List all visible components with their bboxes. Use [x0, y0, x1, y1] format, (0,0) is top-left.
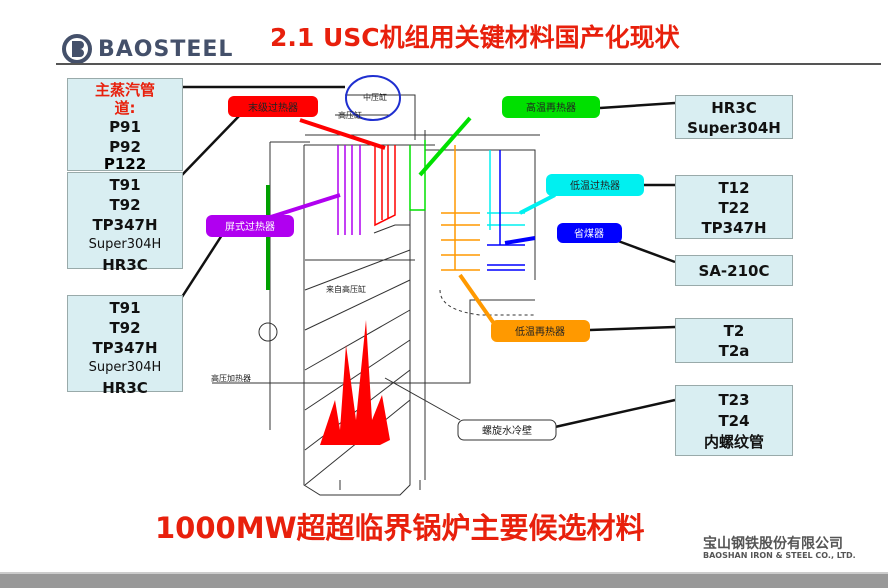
- header-divider: [56, 63, 881, 65]
- label-hp-heater: 高压加热器: [211, 373, 251, 383]
- callout-economizer: 省煤器: [557, 223, 622, 243]
- material-item: T22: [718, 199, 750, 217]
- material-item: T2a: [718, 342, 750, 360]
- material-item: T91: [109, 299, 141, 317]
- material-box-waterwall: T23 T24 内螺纹管: [675, 385, 793, 456]
- material-item: TP347H: [92, 216, 158, 234]
- material-item: T24: [718, 412, 750, 430]
- material-item: TP347H: [701, 219, 767, 237]
- material-item: T91: [109, 176, 141, 194]
- material-item: SA-210C: [698, 262, 770, 280]
- box-heading: 主蒸汽管道:: [94, 81, 155, 117]
- material-item: HR3C: [102, 256, 148, 274]
- material-item: T92: [109, 319, 141, 337]
- material-box-lt-reheater: T2 T2a: [675, 318, 793, 363]
- material-item: P92: [109, 138, 141, 156]
- material-box-lt-superheater: T12 T22 TP347H: [675, 175, 793, 239]
- callout-spiral-waterwall: 螺旋水冷壁: [457, 419, 557, 441]
- label-hp-cylinder: 高压缸: [338, 110, 362, 120]
- material-item: T92: [109, 196, 141, 214]
- company-name-en: BAOSHAN IRON & STEEL CO., LTD.: [703, 551, 856, 560]
- material-item: Super304H: [88, 360, 162, 375]
- callout-final-superheater: 末级过热器: [228, 96, 318, 117]
- callout-label: 屏式过热器: [225, 220, 275, 233]
- material-item: HR3C: [711, 99, 757, 117]
- company-name-cn: 宝山钢铁股份有限公司: [703, 536, 843, 552]
- material-item: HR3C: [102, 379, 148, 397]
- material-box-platen-final-sh: T91 T92 TP347H Super304H HR3C: [67, 172, 183, 274]
- logo-text: BAOSTEEL: [98, 37, 234, 62]
- callout-platen-superheater: 屏式过热器: [206, 215, 294, 237]
- material-item: Super304H: [687, 119, 781, 137]
- material-box-economizer: SA-210C: [675, 255, 793, 286]
- material-item: P122: [103, 155, 147, 173]
- material-item: TP347H: [92, 339, 158, 357]
- callout-label: 末级过热器: [248, 101, 298, 114]
- footer-bar: [0, 572, 888, 588]
- callout-label: 螺旋水冷壁: [482, 424, 532, 437]
- callout-lt-reheater: 低温再热器: [491, 320, 590, 342]
- callout-ht-reheater: 高温再热器: [502, 96, 600, 118]
- callout-label: 高温再热器: [526, 101, 576, 114]
- material-box-platen-sh: T91 T92 TP347H Super304H HR3C: [67, 295, 183, 397]
- material-box-ht-reheater: HR3C Super304H: [675, 95, 793, 139]
- page-title: 2.1 USC机组用关键材料国产化现状: [270, 23, 680, 52]
- material-item: T23: [718, 391, 750, 409]
- material-item: 内螺纹管: [703, 433, 764, 451]
- label-from-hp-cylinder: 来自高压缸: [326, 284, 366, 294]
- callout-label: 低温再热器: [515, 325, 565, 338]
- callout-label: 省煤器: [574, 227, 604, 240]
- label-ip-cylinder: 中压缸: [363, 92, 387, 102]
- material-item: Super304H: [88, 237, 162, 252]
- flame-icon: [320, 320, 390, 445]
- material-item: T12: [718, 179, 750, 197]
- material-box-main-steam: 主蒸汽管道: P91 P92: [67, 78, 183, 171]
- material-item: P91: [109, 118, 141, 136]
- baosteel-logo-icon: [62, 34, 92, 64]
- ip-cylinder-highlight: [345, 75, 401, 121]
- callout-label: 低温过热器: [570, 179, 620, 192]
- material-item: T2: [723, 322, 745, 340]
- bottom-title: 1000MW超超临界锅炉主要候选材料: [155, 511, 645, 545]
- callout-lt-superheater: 低温过热器: [546, 174, 644, 196]
